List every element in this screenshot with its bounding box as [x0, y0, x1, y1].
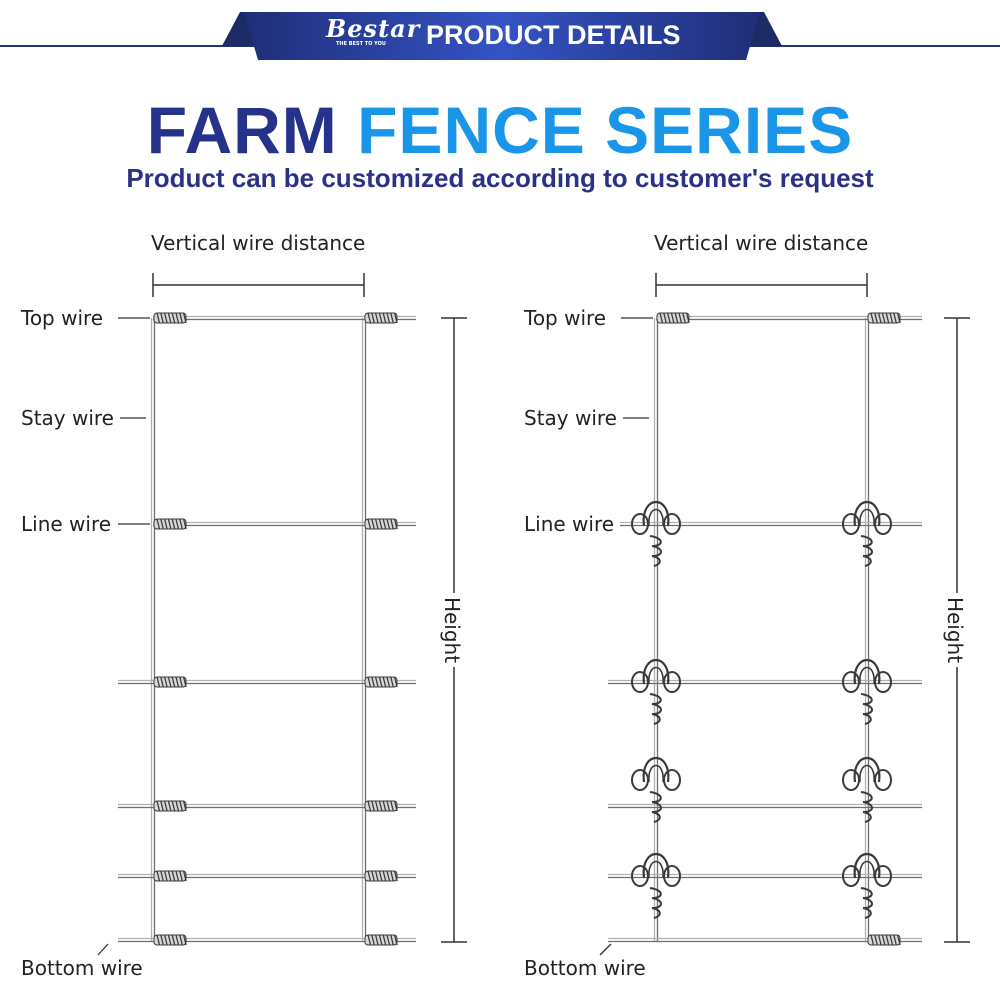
- right-fixed-knot-b-2: [842, 658, 892, 725]
- right-top-coil-b: [867, 312, 901, 324]
- left-knot-a-1: [153, 312, 187, 324]
- left-bottom-wire-leader: [97, 943, 109, 956]
- right-top-wire-label: Top wire: [524, 306, 607, 330]
- right-bottom-wire-leader: [599, 943, 612, 956]
- right-fixed-knot-a-4: [631, 852, 681, 919]
- right-fixed-knot-a-2: [631, 658, 681, 725]
- right-fixed-knot-b-1: [842, 500, 892, 567]
- logo-tagline: THE BEST TO YOU: [336, 41, 386, 47]
- logo-text: Bestar: [326, 14, 421, 43]
- header-banner: Bestar THE BEST TO YOU PRODUCT DETAILS: [222, 12, 782, 60]
- left-knot-a-3: [153, 676, 187, 688]
- left-knot-b-4: [364, 800, 398, 812]
- left-stay-wire-label: Stay wire: [21, 406, 114, 430]
- left-knot-a-4: [153, 800, 187, 812]
- banner-title: PRODUCT DETAILS: [426, 20, 681, 50]
- page-title: FARM FENCE SERIES: [0, 92, 1000, 168]
- left-knot-b-3: [364, 676, 398, 688]
- left-height-label: Height: [438, 592, 467, 668]
- title-part-fence-series: FENCE SERIES: [357, 93, 854, 167]
- left-knot-b-5: [364, 870, 398, 882]
- right-fixed-knot-a-3: [631, 756, 681, 823]
- right-line-wire-label: Line wire: [524, 512, 615, 536]
- left-knot-b-1: [364, 312, 398, 324]
- left-knot-a-6: [153, 934, 187, 946]
- right-height-label: Height: [941, 592, 970, 668]
- left-distance-label: Vertical wire distance: [151, 231, 366, 255]
- left-knot-a-2: [153, 518, 187, 530]
- title-part-farm: FARM: [146, 93, 338, 167]
- right-distance-label: Vertical wire distance: [654, 231, 869, 255]
- right-fixed-knot-a-1: [631, 500, 681, 567]
- right-top-coil-a: [656, 312, 690, 324]
- left-top-wire-label: Top wire: [21, 306, 104, 330]
- left-knot-a-5: [153, 870, 187, 882]
- right-fixed-knot-b-4: [842, 852, 892, 919]
- left-knot-b-6: [364, 934, 398, 946]
- right-bottom-wire-label: Bottom wire: [524, 956, 646, 980]
- banner-shape: [222, 12, 782, 60]
- page-subtitle: Product can be customized according to c…: [126, 163, 874, 193]
- right-fixed-knot-b-3: [842, 756, 892, 823]
- left-bottom-wire-label: Bottom wire: [21, 956, 143, 980]
- left-line-wire-label: Line wire: [21, 512, 112, 536]
- brand-logo: Bestar THE BEST TO YOU: [326, 14, 419, 50]
- right-stay-wire-label: Stay wire: [524, 406, 617, 430]
- right-bottom-coil-b: [867, 934, 901, 946]
- left-knot-b-2: [364, 518, 398, 530]
